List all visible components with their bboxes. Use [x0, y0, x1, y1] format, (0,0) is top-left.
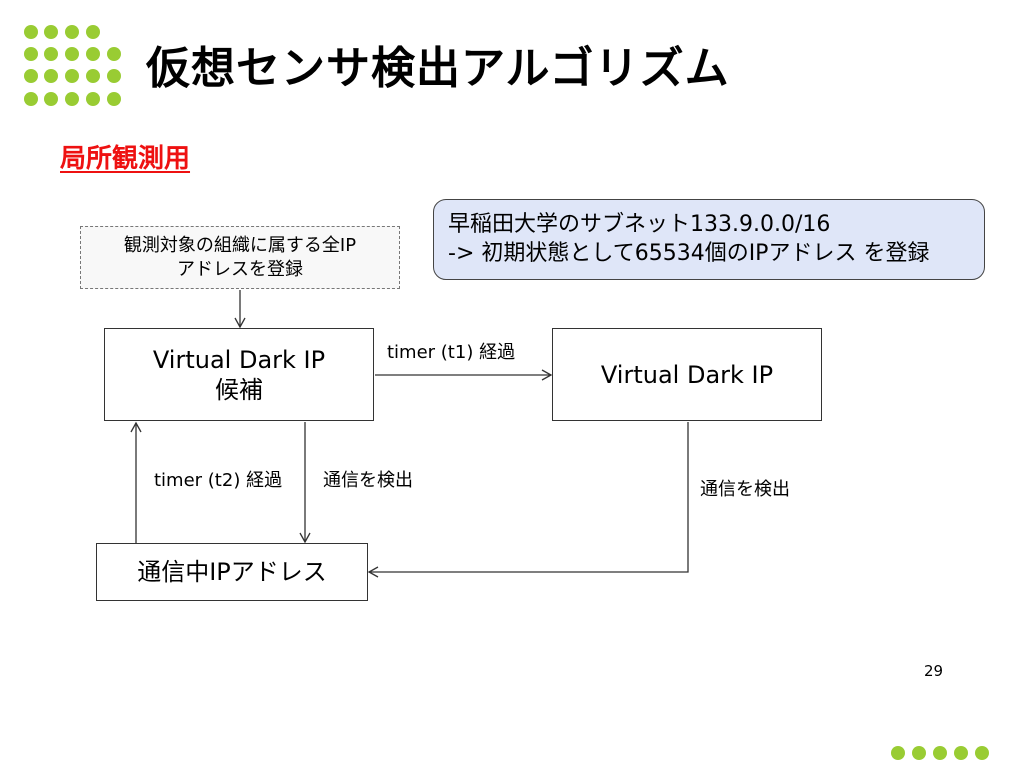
- virtual-dark-ip-node: Virtual Dark IP: [552, 328, 822, 421]
- active-node-label: 通信中IPアドレス: [137, 558, 327, 586]
- edge-label-timer-t2: timer (t2) 経過: [154, 470, 283, 491]
- arrow-dark-ip-to-active: [367, 422, 689, 578]
- section-subtitle: 局所観測用: [60, 144, 191, 174]
- virtual-dark-ip-candidate-node: Virtual Dark IP 候補: [104, 328, 374, 421]
- subnet-info-line2: -> 初期状態として65534個のIPアドレス を登録: [448, 241, 930, 267]
- slide-title: 仮想センサ検出アルゴリズム: [146, 43, 730, 94]
- page-number: 29: [924, 662, 944, 680]
- edge-label-detect-right: 通信を検出: [700, 479, 790, 500]
- subnet-info-line1: 早稲田大学のサブネット133.9.0.0/16: [448, 212, 831, 237]
- edge-label-detect-left: 通信を検出: [323, 470, 413, 491]
- registration-note-line1: 観測対象の組織に属する全IP: [123, 235, 357, 257]
- registration-note-line2: アドレスを登録: [177, 258, 303, 280]
- edge-label-timer-t1: timer (t1) 経過: [387, 342, 516, 363]
- active-ip-address-node: 通信中IPアドレス: [96, 543, 368, 601]
- dark-ip-node-label: Virtual Dark IP: [600, 360, 774, 389]
- subnet-info-callout: 早稲田大学のサブネット133.9.0.0/16 -> 初期状態として65534個…: [433, 199, 985, 280]
- candidate-node-line1: Virtual Dark IP: [152, 345, 326, 374]
- registration-note: 観測対象の組織に属する全IP アドレスを登録: [80, 226, 400, 289]
- candidate-node-line2: 候補: [215, 375, 263, 404]
